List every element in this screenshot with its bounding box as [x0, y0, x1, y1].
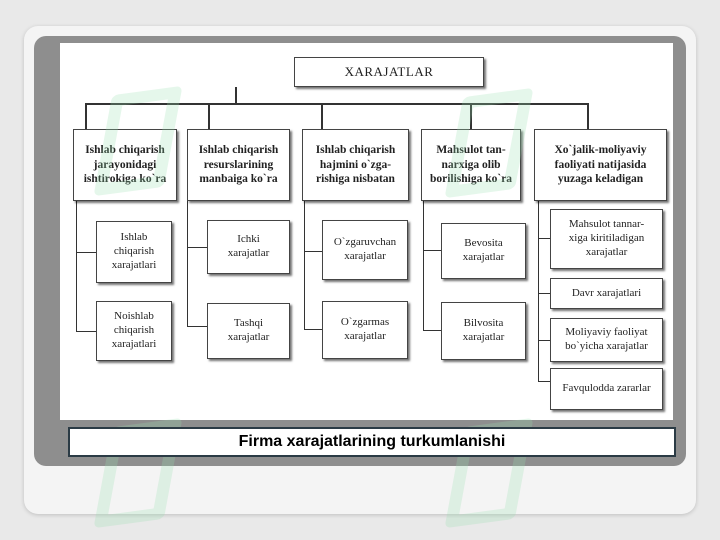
connector-leaf-5-4	[538, 381, 550, 382]
connector-leaf-1-1	[76, 252, 96, 253]
connector-leaf-4-1	[423, 250, 441, 251]
leaf-node-5-2: Davr xarajatlari	[550, 278, 663, 309]
leaf-node-3-1: O`zgaruvchan xarajatlar	[322, 220, 408, 280]
connector-category-bus	[85, 103, 589, 105]
leaf-node-1-1: Ishlab chiqarish xarajatlari	[96, 221, 172, 283]
connector-leaf-3-1	[304, 251, 322, 252]
connector-cat-2	[208, 103, 210, 129]
connector-leaf-5-1	[538, 238, 550, 239]
connector-cat-4	[470, 103, 472, 129]
category-node-1: Ishlab chiqarish jarayonidagi ishtirokig…	[73, 129, 177, 201]
connector-leaf-5-3	[538, 340, 550, 341]
slide-caption: Firma xarajatlarining turkumlanishi	[68, 427, 676, 457]
connector-leaf-3-2	[304, 329, 322, 330]
leaf-node-5-1: Mahsulot tannar- xiga kiritiladigan xara…	[550, 209, 663, 269]
leaf-node-5-4: Favqulodda zararlar	[550, 368, 663, 410]
leaf-node-5-3: Moliyaviy faoliyat bo`yicha xarajatlar	[550, 318, 663, 362]
connector-leaf-2-2	[187, 326, 207, 327]
category-node-2: Ishlab chiqarish resurslarining manbaiga…	[187, 129, 290, 201]
connector-stem-4	[423, 201, 424, 330]
connector-stem-2	[187, 201, 188, 326]
connector-root-down	[235, 87, 237, 104]
diagram-root-node: XARAJATLAR	[294, 57, 484, 87]
connector-stem-5	[538, 201, 539, 381]
leaf-node-2-1: Ichki xarajatlar	[207, 220, 290, 274]
connector-leaf-1-2	[76, 331, 96, 332]
connector-leaf-5-2	[538, 293, 550, 294]
leaf-node-4-2: Bilvosita xarajatlar	[441, 302, 526, 360]
connector-stem-1	[76, 201, 77, 331]
leaf-node-2-2: Tashqi xarajatlar	[207, 303, 290, 359]
connector-leaf-4-2	[423, 330, 441, 331]
leaf-node-1-2: Noishlab chiqarish xarajatlari	[96, 301, 172, 361]
leaf-node-4-1: Bevosita xarajatlar	[441, 223, 526, 279]
connector-stem-3	[304, 201, 305, 329]
category-node-4: Mahsulot tan- narxiga olib borilishiga k…	[421, 129, 521, 201]
category-node-5: Xo`jalik-moliyaviy faoliyati natijasida …	[534, 129, 667, 201]
connector-cat-3	[321, 103, 323, 129]
category-node-3: Ishlab chiqarish hajmini o`zga- rishiga …	[302, 129, 409, 201]
connector-leaf-2-1	[187, 247, 207, 248]
connector-cat-5	[587, 103, 589, 129]
diagram-area: XARAJATLAR Ishlab chiqarish jarayonidagi…	[60, 43, 673, 420]
connector-cat-1	[85, 103, 87, 129]
leaf-node-3-2: O`zgarmas xarajatlar	[322, 301, 408, 359]
